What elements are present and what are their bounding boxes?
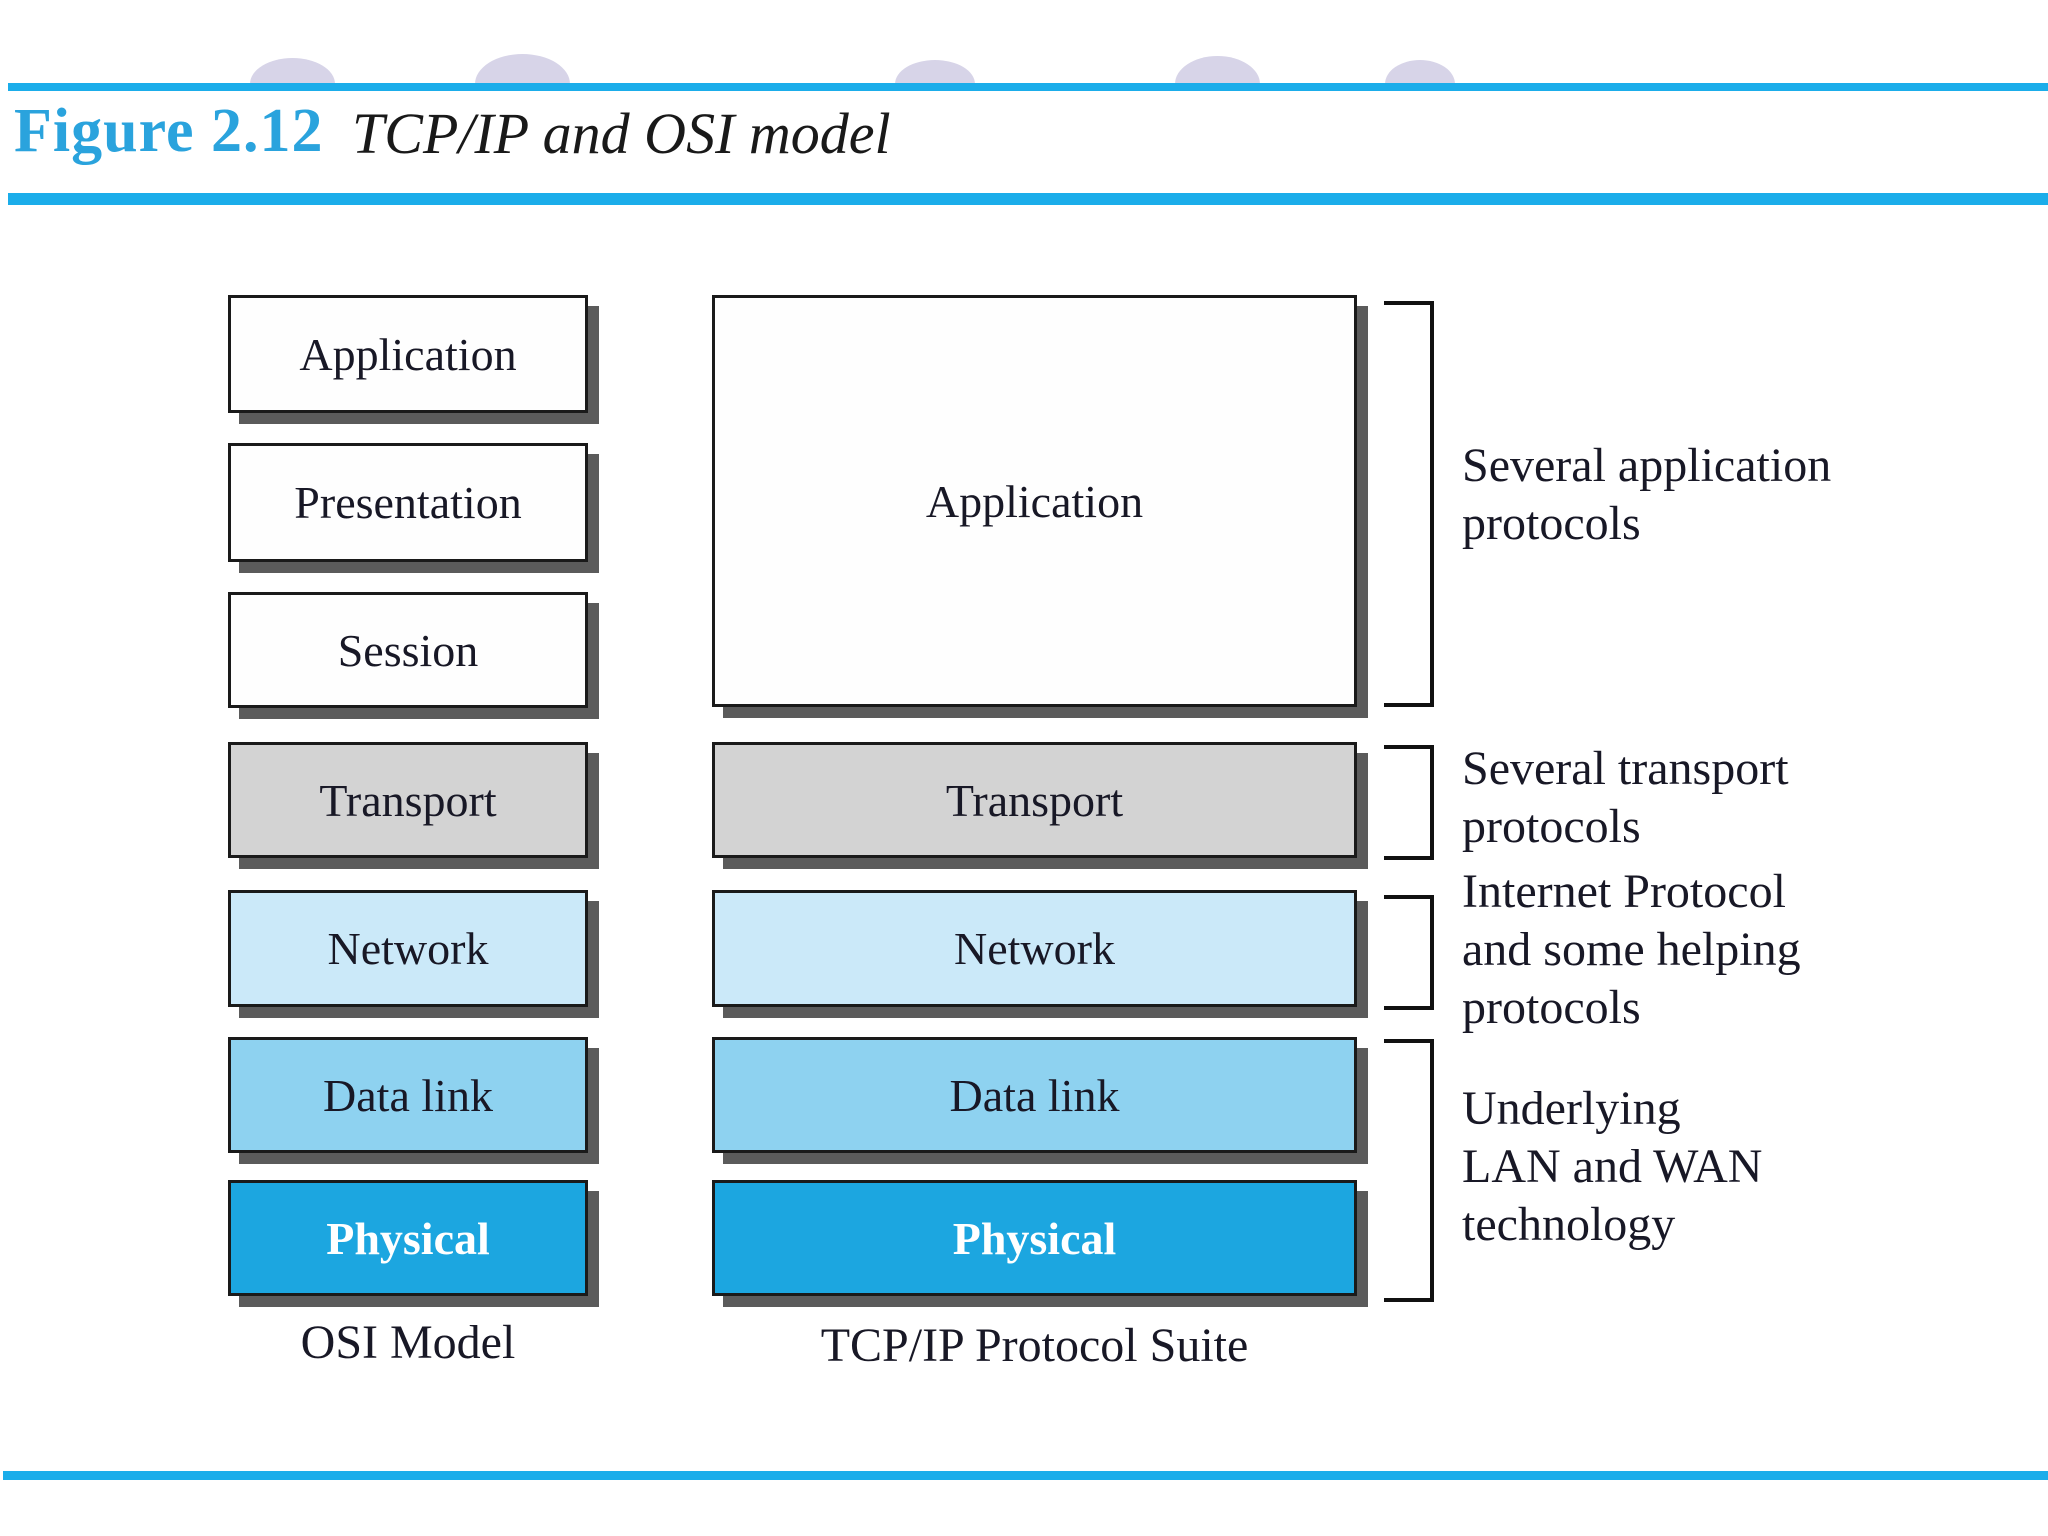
arc-decoration [895, 60, 975, 84]
layer-label: Application [925, 475, 1144, 527]
figure-label: Figure 2.12 [14, 97, 324, 165]
bracket-application-protocols [1384, 301, 1434, 707]
osi-layer-session: Session [228, 592, 588, 708]
osi-layer-transport: Transport [228, 742, 588, 858]
osi-layer-presentation: Presentation [228, 443, 588, 562]
figure-title: TCP/IP and OSI model [352, 101, 891, 166]
layer-label: Data link [949, 1069, 1120, 1121]
tcpip-layer-transport: Transport [712, 742, 1357, 858]
tcpip-layer-network: Network [712, 890, 1357, 1007]
layer-label: Physical [952, 1212, 1117, 1264]
heading-rule [8, 193, 2048, 205]
tcpip-layer-physical: Physical [712, 1180, 1357, 1296]
tcpip-layer-application: Application [712, 295, 1357, 707]
bracket-lan-wan-technology [1384, 1039, 1434, 1302]
osi-layer-datalink: Data link [228, 1037, 588, 1153]
osi-layer-network: Network [228, 890, 588, 1007]
tcpip-caption: TCP/IP Protocol Suite [820, 1319, 1249, 1372]
osi-layer-physical: Physical [228, 1180, 588, 1296]
layer-label: Data link [323, 1069, 493, 1121]
arc-decoration [1175, 56, 1260, 84]
osi-caption: OSI Model [300, 1316, 516, 1369]
arc-decoration [250, 58, 335, 84]
layer-label: Network [327, 923, 489, 974]
osi-layer-application: Application [228, 295, 588, 413]
bracket-internet-protocol [1384, 895, 1434, 1010]
tcpip-layer-datalink: Data link [712, 1037, 1357, 1153]
layer-label: Physical [326, 1212, 490, 1264]
annotation-internet-protocol: Internet Protocol and some helping proto… [1462, 865, 1801, 1034]
annotation-lan-wan-technology: Underlying LAN and WAN technology [1462, 1082, 1763, 1251]
bracket-transport-protocols [1384, 745, 1434, 860]
layer-label: Application [299, 328, 517, 380]
top-rule [8, 83, 2048, 91]
annotation-application-protocols: Several application protocols [1462, 439, 1832, 550]
bottom-rule [3, 1471, 2048, 1480]
arc-decoration [1385, 60, 1455, 84]
annotation-transport-protocols: Several transport protocols [1462, 742, 1789, 853]
layer-label: Session [337, 624, 479, 676]
layer-label: Presentation [294, 477, 522, 528]
layer-label: Transport [319, 774, 497, 826]
layer-label: Network [954, 923, 1115, 974]
arc-decoration [475, 54, 570, 84]
layer-label: Transport [945, 774, 1124, 826]
